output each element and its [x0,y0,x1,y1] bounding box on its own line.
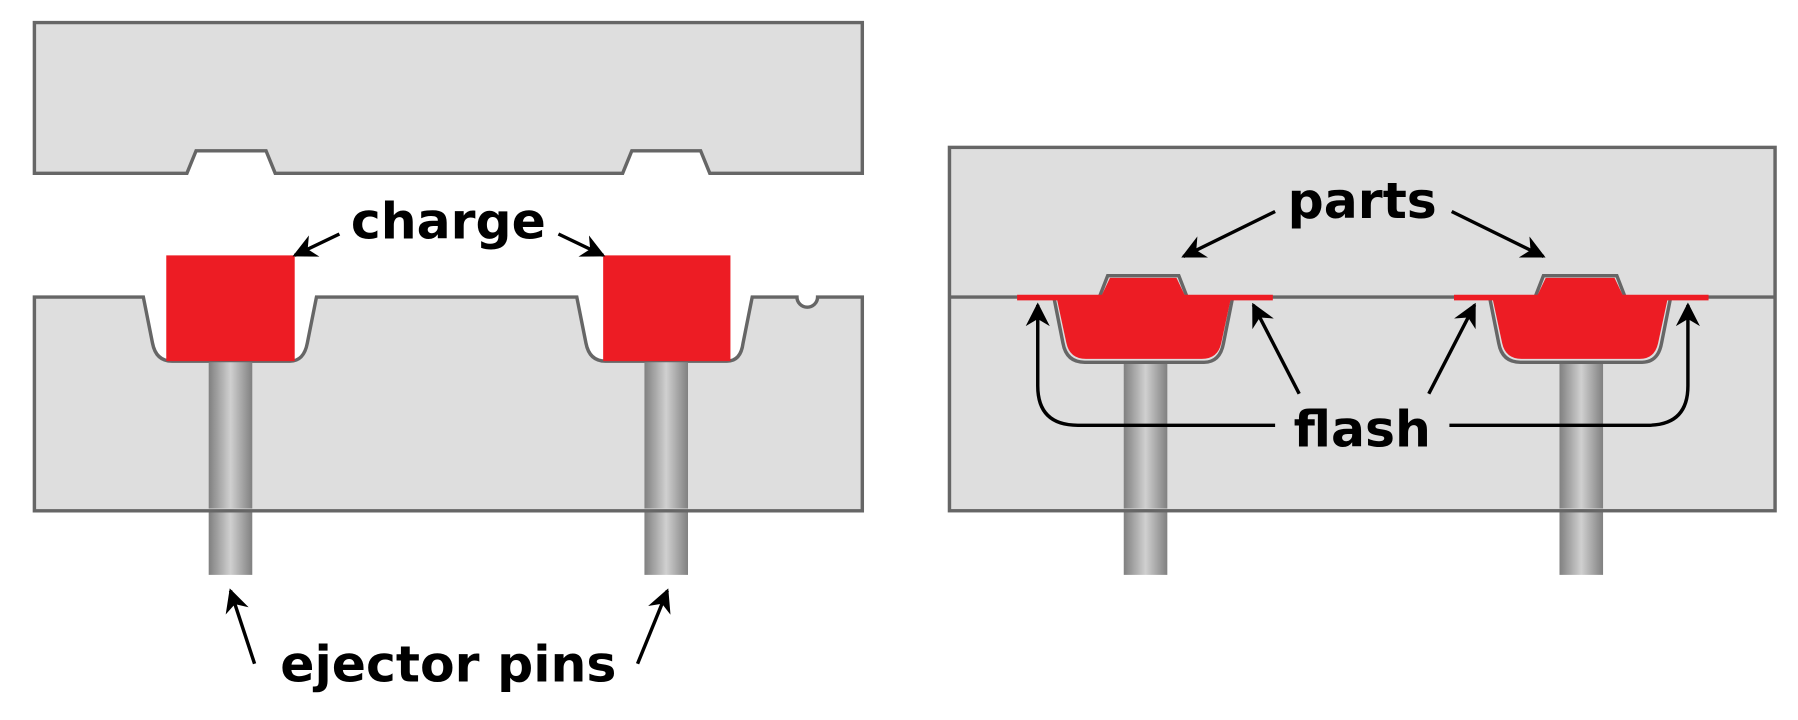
ejector-pin [208,362,253,509]
flash-arrow-outer-left [1025,302,1276,427]
lower-mold-half [32,295,865,513]
parts-label: parts [1288,173,1437,230]
ejector-pins-label: ejector pins [280,636,616,693]
ejector-pin [1123,362,1168,509]
ejector-pin [1559,362,1604,509]
ejector-pin [644,362,689,509]
open-mold: charge ejector pins [32,20,865,694]
flash-arrow-inner-right [1427,302,1477,395]
flash-arrow-outer-right [1449,302,1700,427]
part-left [1017,273,1273,364]
charge-right [603,255,731,362]
ejector-arrow-left [225,588,257,665]
charge-label: charge [351,193,546,250]
flash-arrow-inner-left [1251,302,1301,395]
parts-arrow-left [1181,209,1276,259]
part-right [1453,273,1709,364]
charge-arrow-right [557,232,606,257]
closed-mold: parts flash [947,145,1777,575]
charge-arrow-left [292,232,341,257]
flash-label: flash [1294,401,1431,458]
upper-mold-half [32,20,865,175]
charge-left [166,255,295,362]
ejector-arrow-right [635,588,671,665]
parts-arrow-right [1450,209,1546,259]
